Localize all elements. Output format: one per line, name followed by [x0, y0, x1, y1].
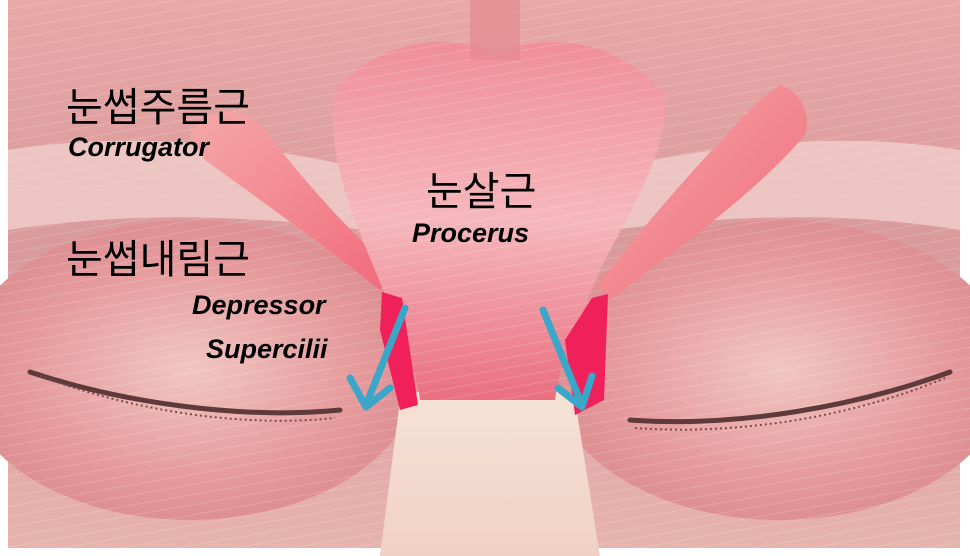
- depressor-latin-label-line2: Supercilii: [206, 336, 328, 363]
- corrugator-latin-label: Corrugator: [68, 134, 209, 161]
- nose-bridge: [380, 385, 600, 556]
- corrugator-korean-label: 눈썹주름근: [66, 88, 250, 128]
- procerus-korean-label: 눈살근: [426, 172, 536, 212]
- depressor-korean-label: 눈썹내림근: [66, 240, 250, 280]
- procerus-latin-label: Procerus: [412, 220, 529, 247]
- depressor-latin-label-line1: Depressor: [192, 292, 326, 319]
